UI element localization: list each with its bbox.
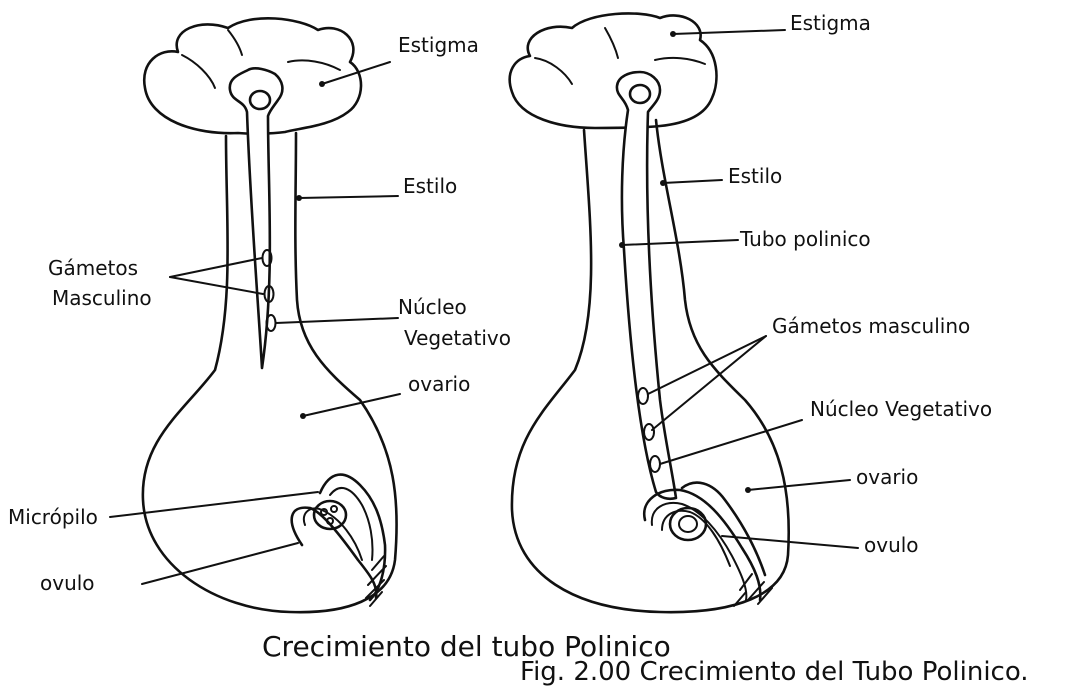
right-label-estilo: Estilo: [728, 164, 782, 188]
right-dot-ovario: [745, 487, 751, 493]
left-label-micropilo: Micrópilo: [8, 505, 98, 529]
left-label-ovario: ovario: [408, 372, 470, 396]
right-label-gametos: Gámetos masculino: [772, 314, 970, 338]
left-leader-micropilo: [110, 492, 318, 517]
left-label-nucleo-1: Núcleo: [398, 295, 467, 319]
right-embryo-sac: [670, 508, 706, 540]
right-label-tubo: Tubo polinico: [739, 227, 871, 251]
left-label-ovulo: ovulo: [40, 571, 95, 595]
left-leader-ovario: [303, 394, 400, 416]
right-dot-estilo: [660, 180, 666, 186]
right-embryo-sac-inner: [679, 516, 697, 532]
left-label-estigma: Estigma: [398, 33, 479, 57]
left-embryo-nucleus-2: [331, 506, 337, 512]
right-dot-tubo: [619, 242, 625, 248]
left-dot-estigma: [319, 81, 325, 87]
left-leader-nucleo: [276, 318, 398, 323]
left-leader-estilo: [299, 196, 398, 198]
right-label-ovario: ovario: [856, 465, 918, 489]
left-label-nucleo-2: Vegetativo: [404, 326, 511, 350]
left-label-gametos-1: Gámetos: [48, 256, 138, 280]
left-dot-ovario: [300, 413, 306, 419]
right-label-ovulo: ovulo: [864, 533, 919, 557]
right-label-nucleo: Núcleo Vegetativo: [810, 397, 992, 421]
right-flower: Estigma Estilo Tubo polinico Gámetos mas…: [510, 11, 992, 612]
left-embryo-nucleus-3: [327, 518, 333, 524]
left-flower: Estigma Estilo Gámetos Masculino Núcleo …: [8, 18, 511, 612]
left-leader-gametos-1: [170, 258, 262, 277]
caption-figure: Fig. 2.00 Crecimiento del Tubo Polinico.: [520, 657, 1029, 687]
right-leader-estilo: [663, 180, 722, 183]
right-leader-nucleo: [660, 420, 802, 464]
right-stigma-shape: [510, 13, 717, 128]
right-label-estigma: Estigma: [790, 11, 871, 35]
left-label-estilo: Estilo: [403, 174, 457, 198]
right-pollen-tube: [617, 72, 676, 499]
left-label-gametos-2: Masculino: [52, 286, 152, 310]
left-dot-estilo: [296, 195, 302, 201]
left-leader-gametos-2: [170, 277, 263, 294]
right-leader-ovario: [748, 480, 850, 490]
left-leader-ovulo: [142, 543, 298, 584]
right-dot-estigma: [670, 31, 676, 37]
